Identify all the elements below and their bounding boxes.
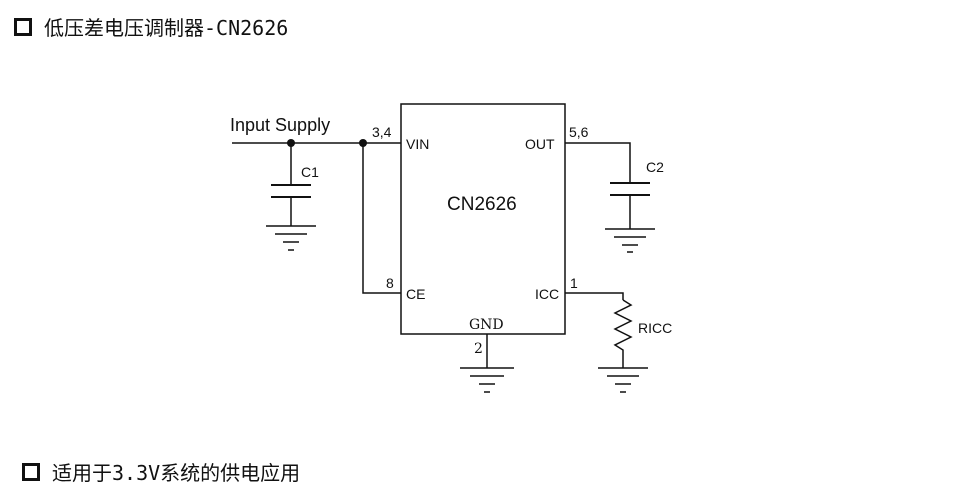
c2-label: C2 xyxy=(646,159,664,175)
c1-capacitor xyxy=(271,143,311,226)
title-heading: 低压差电压调制器-CN2626 xyxy=(14,12,288,41)
ce-junction-dot xyxy=(359,139,367,147)
chip-body xyxy=(400,103,566,335)
vin-pin-number: 3,4 xyxy=(372,124,392,140)
page-title: 低压差电压调制器-CN2626 xyxy=(44,16,289,40)
input-supply-label: Input Supply xyxy=(230,115,330,135)
ce-pin-number: 8 xyxy=(386,275,394,291)
c1-ground-symbol xyxy=(266,225,316,251)
gnd-pin-number: 2 xyxy=(474,341,483,357)
icc-wire xyxy=(565,292,624,300)
application-note: 适用于3.3V系统的供电应用 xyxy=(52,461,301,485)
checkbox-square-icon xyxy=(14,17,32,36)
checkbox-square-icon xyxy=(22,462,40,481)
ricc-resistor xyxy=(613,299,633,368)
chip-name-label: CN2626 xyxy=(447,194,517,215)
out-wire xyxy=(565,142,631,183)
icc-pin-name: ICC xyxy=(535,286,559,302)
c2-ground-symbol xyxy=(605,228,655,253)
ricc-ground-symbol xyxy=(598,367,648,393)
ce-pin-name: CE xyxy=(406,286,425,302)
vin-pin-name: VIN xyxy=(406,136,429,152)
c1-junction-dot xyxy=(287,139,295,147)
c1-label: C1 xyxy=(301,164,319,180)
ce-wire xyxy=(362,143,401,294)
ricc-label: RICC xyxy=(638,320,672,336)
out-pin-number: 5,6 xyxy=(569,124,589,140)
gnd-ground-symbol xyxy=(460,367,514,393)
c2-capacitor xyxy=(610,182,650,229)
gnd-pin-name: GND xyxy=(469,317,504,333)
out-pin-name: OUT xyxy=(525,136,555,152)
note-heading: 适用于3.3V系统的供电应用 xyxy=(22,457,300,486)
icc-pin-number: 1 xyxy=(570,275,578,291)
